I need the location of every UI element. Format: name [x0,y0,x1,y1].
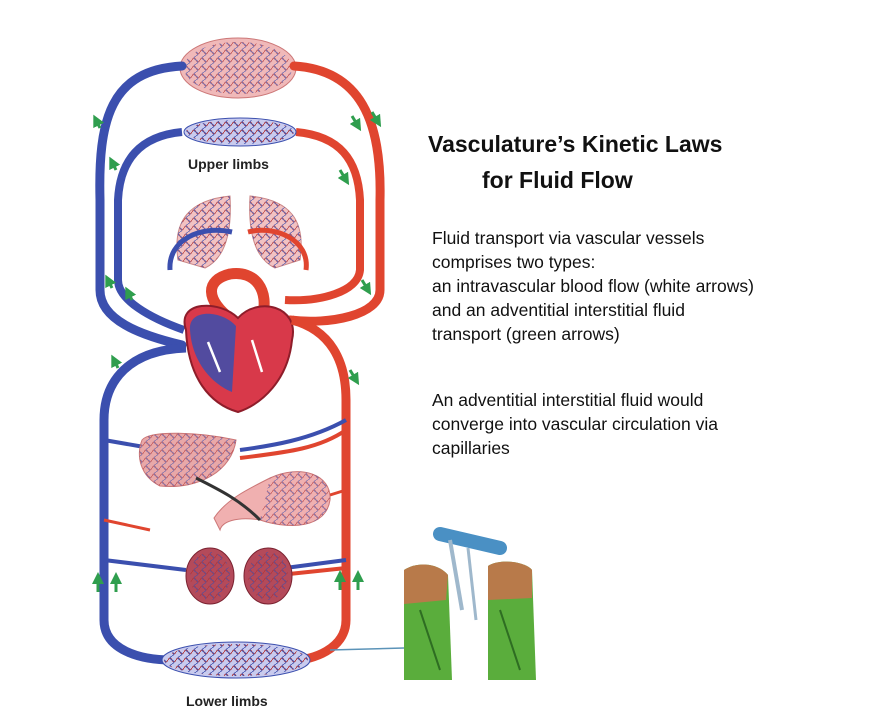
paragraph-fluid-transport: Fluid transport via vascular vessels com… [432,226,872,346]
artery-lower-trunk [290,315,351,665]
text-line: transport (green arrows) [432,324,620,344]
text-line: Fluid transport via vascular vessels [432,228,705,248]
inset-pointer [329,647,405,651]
artery-outer-top [285,61,385,326]
text-line: converge into vascular circulation via [432,414,718,434]
aortic-arch [206,268,270,325]
vein-upper-limbs [114,128,186,334]
text-line: an intravascular blood flow (white arrow… [432,276,754,296]
paragraph-interstitial-fluid: An adventitial interstitial fluid would … [432,388,872,460]
text-line: and an adventitial interstitial fluid [432,300,685,320]
text-line: comprises two types: [432,252,596,272]
text-line: capillaries [432,438,510,458]
tissue-inset [404,527,536,680]
green-arrows [92,111,382,592]
title-line-2: for Fluid Flow [482,167,633,193]
vein-outer-top [95,61,187,350]
artery-upper-limbs [284,128,364,305]
text-line: An adventitial interstitial fluid would [432,390,704,410]
vein-lower-trunk [99,343,187,665]
title-line-1: Vasculature’s Kinetic Laws [428,131,723,157]
label-lower-limbs: Lower limbs [186,693,268,709]
label-upper-limbs: Upper limbs [188,156,269,172]
